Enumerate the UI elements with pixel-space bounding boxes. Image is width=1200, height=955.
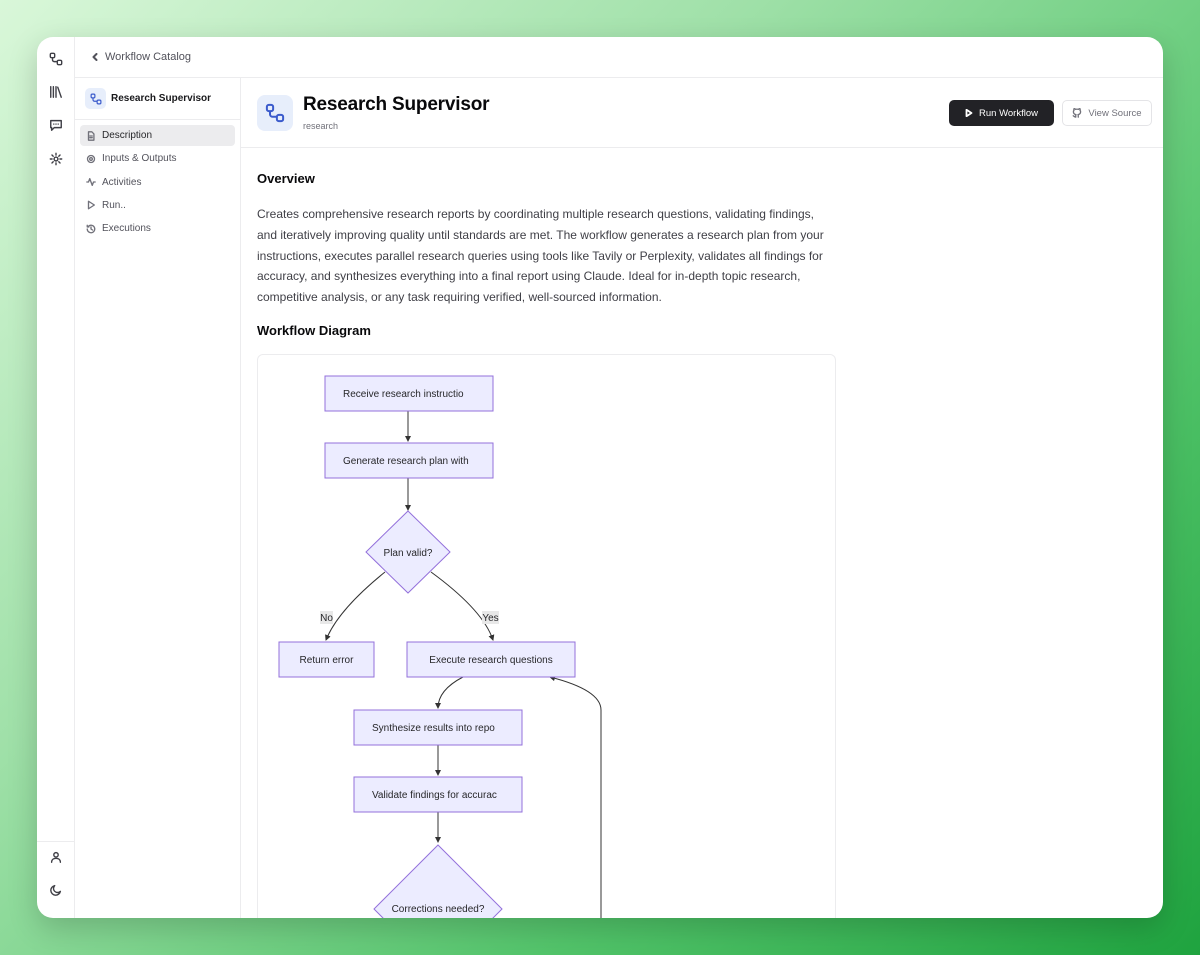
nav-item-executions[interactable]: Executions: [80, 218, 235, 239]
nav-item-label: Activities: [102, 176, 142, 188]
node-receive: [324, 375, 494, 412]
workflow-icon: [257, 95, 293, 131]
nav-item-label: Inputs & Outputs: [102, 153, 177, 165]
nav-item-label: Description: [102, 130, 153, 141]
icon-rail: [37, 37, 75, 918]
node-validate-label: Validate findings for accurac: [372, 790, 497, 801]
workflow-tag: research: [303, 121, 339, 131]
nav-item-run[interactable]: Run..: [80, 195, 235, 216]
node-generate: [324, 442, 494, 479]
nav-item-label: Executions: [102, 223, 151, 235]
edge-execute-synthesize: [435, 676, 464, 709]
flowchart-svg: No Yes Receive research instructio Gener…: [278, 375, 602, 918]
edge-yes: [430, 571, 495, 641]
activity-icon: [86, 178, 96, 187]
nav-item-inputs-outputs[interactable]: Inputs & Outputs: [80, 148, 235, 169]
chat-icon[interactable]: [42, 111, 70, 139]
node-plan-valid: [365, 510, 451, 594]
workflow-nav-header: Research Supervisor: [75, 78, 240, 120]
github-icon: [1072, 108, 1082, 118]
page-title: Research Supervisor: [303, 94, 490, 115]
overview-heading: Overview: [257, 171, 315, 186]
node-corrections: [373, 844, 503, 918]
main-area: Workflow Catalog Research Supervisor Des…: [75, 37, 1163, 918]
workflow-icon: [85, 88, 106, 109]
app-window: Workflow Catalog Research Supervisor Des…: [37, 37, 1163, 918]
nav-item-label: Run..: [102, 199, 126, 211]
run-workflow-label: Run Workflow: [979, 107, 1038, 119]
moon-icon[interactable]: [42, 876, 70, 904]
overview-text: Creates comprehensive research reports b…: [257, 207, 824, 305]
gear-icon: [86, 154, 96, 163]
edge-label-bg: [320, 611, 333, 624]
node-execute-label: Execute research questions: [429, 655, 552, 666]
node-return-error: [278, 641, 375, 678]
diagram-heading: Workflow Diagram: [257, 323, 371, 338]
history-icon: [86, 224, 96, 234]
workflow-header: Research Supervisor research Run Workflo…: [241, 78, 1163, 148]
chevron-left-icon: [92, 53, 98, 61]
edge-no: [325, 571, 386, 641]
edge-label-no: No: [320, 613, 333, 624]
play-icon: [965, 109, 973, 117]
workflow-nav-title: Research Supervisor: [111, 93, 212, 104]
node-plan-valid-label: Plan valid?: [384, 548, 433, 559]
node-synthesize: [353, 709, 523, 746]
rail-divider: [37, 841, 75, 842]
nav-item-activities[interactable]: Activities: [80, 172, 235, 193]
edge-loop-back: [549, 675, 602, 918]
node-corrections-label: Corrections needed?: [392, 904, 485, 915]
workflow-nav-list: Description Inputs & Outputs Activities …: [75, 120, 240, 246]
node-return-error-label: Return error: [300, 655, 355, 666]
node-receive-label: Receive research instructio: [343, 389, 464, 400]
file-text-icon: [87, 130, 95, 141]
edge-label-bg: [482, 611, 499, 624]
workflows-icon[interactable]: [42, 45, 70, 73]
top-bar: Workflow Catalog: [75, 37, 1163, 78]
play-icon: [87, 200, 95, 210]
workflow-diagram: No Yes Receive research instructio Gener…: [257, 354, 836, 918]
settings-icon[interactable]: [42, 145, 70, 173]
nav-item-description[interactable]: Description: [80, 125, 235, 146]
view-source-button[interactable]: View Source: [1062, 100, 1152, 126]
node-execute: [406, 641, 576, 678]
back-link-label: Workflow Catalog: [105, 51, 191, 63]
content-pane: Research Supervisor research Run Workflo…: [241, 78, 1163, 918]
node-generate-label: Generate research plan with: [343, 456, 469, 467]
node-validate: [353, 776, 523, 813]
back-to-catalog-link[interactable]: Workflow Catalog: [91, 51, 191, 63]
edge-label-yes: Yes: [482, 613, 498, 624]
view-source-label: View Source: [1088, 107, 1142, 119]
user-icon[interactable]: [42, 843, 70, 871]
workflow-nav: Research Supervisor Description Inputs &…: [75, 78, 241, 918]
run-workflow-button[interactable]: Run Workflow: [949, 100, 1054, 126]
node-synthesize-label: Synthesize results into repo: [372, 723, 495, 734]
page-body: Research Supervisor Description Inputs &…: [75, 78, 1163, 918]
library-icon[interactable]: [42, 78, 70, 106]
